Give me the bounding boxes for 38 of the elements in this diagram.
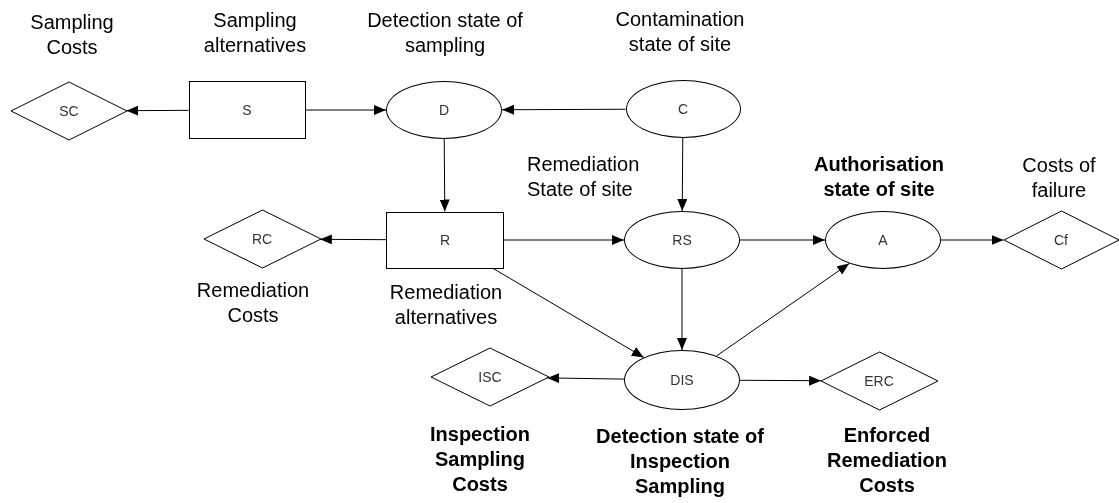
arrow (677, 268, 687, 351)
node-heading: Authorisation state of site (813, 152, 945, 202)
node-label: R (439, 232, 451, 248)
node-heading: Detection state of sampling (366, 8, 524, 58)
node-heading: Detection state of Inspection Sampling (596, 424, 764, 499)
node-heading: Remediation State of site (527, 152, 641, 202)
arrow (677, 137, 688, 212)
arrow (716, 263, 850, 357)
node-label: SC (59, 103, 79, 119)
arrow (492, 268, 645, 358)
node-label: ISC (478, 369, 502, 385)
node-heading: Inspection Sampling Costs (429, 422, 531, 497)
node-label: C (677, 101, 689, 117)
arrow (305, 105, 387, 115)
node-heading: Contamination state of site (614, 7, 746, 57)
arrow (940, 235, 1004, 245)
arrow (503, 235, 625, 245)
arrow (546, 373, 625, 384)
node-label: RC (251, 231, 273, 247)
node-heading: Sampling Costs (29, 10, 115, 60)
node-label: S (242, 102, 252, 118)
arrow (125, 105, 189, 116)
node-heading: Remediation Costs (195, 278, 311, 328)
node-label: ERC (864, 373, 894, 389)
node-label: A (878, 232, 888, 248)
node-heading: Sampling alternatives (202, 8, 308, 58)
node-heading: Costs of failure (1021, 153, 1097, 203)
node-label: RS (672, 232, 692, 248)
arrow (501, 104, 626, 115)
node-label: Cf (1054, 232, 1068, 248)
arrow (739, 235, 826, 245)
arrow (439, 138, 450, 212)
node-heading: Remediation alternatives (388, 279, 504, 330)
node-label: DIS (670, 372, 694, 388)
node-label: D (438, 102, 450, 118)
node-heading: Enforced Remediation Costs (826, 423, 948, 498)
arrow (739, 375, 822, 386)
arrow (319, 234, 387, 245)
